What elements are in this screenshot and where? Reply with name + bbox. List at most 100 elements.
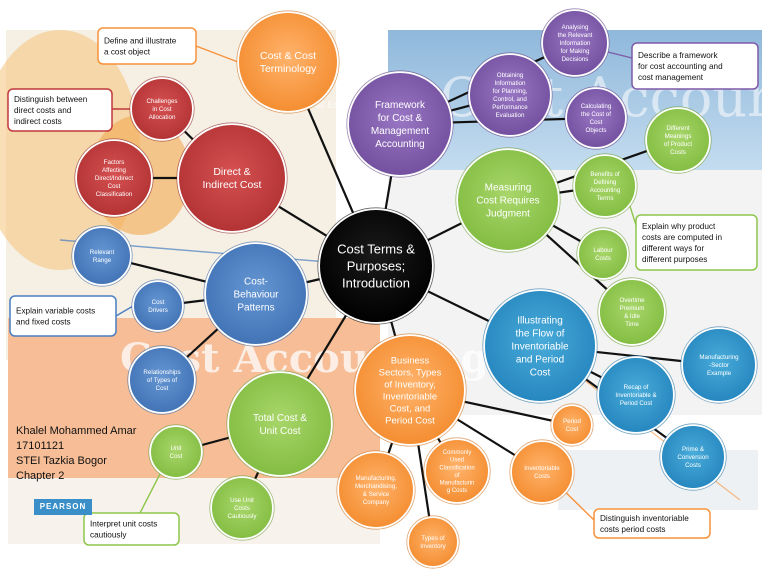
- node-label-line: Period Cost: [620, 400, 653, 407]
- node-label-line: Behaviour: [233, 290, 279, 301]
- node-label-line: the Relevant: [558, 32, 593, 39]
- node-label-line: -Sector: [709, 362, 729, 369]
- callout-box: [631, 42, 759, 90]
- callout-text-line: costs period costs: [600, 525, 666, 534]
- node-label-line: Inventory: [420, 543, 446, 550]
- node-label-line: Control, and: [493, 96, 527, 103]
- callout-text-line: Explain why product: [642, 222, 716, 231]
- node-circle: [468, 53, 552, 137]
- node-label-line: Terminology: [260, 63, 317, 75]
- node-direct-indirect[interactable]: Direct &Indirect Cost: [176, 122, 288, 234]
- node-label-line: the Cost of: [581, 111, 611, 118]
- node-circle: [597, 356, 675, 434]
- node-label-line: Manufacturing: [699, 354, 739, 361]
- node-circle: [565, 87, 627, 149]
- node-outline: [203, 241, 309, 347]
- node-outline: [406, 515, 460, 569]
- node-label-line: Cost: [108, 183, 121, 190]
- node-label-line: of Inventory,: [384, 379, 436, 390]
- node-circle: [598, 278, 666, 346]
- node-circle: [130, 77, 194, 141]
- node-label-line: Time: [625, 321, 639, 328]
- node-label-line: Cost, and: [390, 403, 431, 414]
- node-label-line: Terms: [597, 195, 614, 202]
- callout-text-line: cautiously: [90, 530, 127, 539]
- callout-line-variable-fixed: [115, 305, 134, 317]
- node-label-line: Framework: [375, 100, 426, 111]
- node-label-line: Labour: [593, 247, 612, 254]
- node-label-line: Analysing: [562, 24, 589, 31]
- node-circle: [681, 327, 757, 403]
- node-label-line: Types of: [421, 535, 445, 542]
- node-outline: [148, 424, 204, 480]
- node-total-unit[interactable]: Total Cost &Unit Cost: [226, 370, 334, 478]
- callout-text-line: cost management: [638, 73, 704, 82]
- node-label-line: Manufacturin: [440, 481, 475, 487]
- node-outline: [540, 8, 610, 78]
- node-label-line: Challenges: [147, 98, 178, 105]
- node-outline: [482, 288, 598, 404]
- node-label: Direct &Indirect Cost: [203, 166, 262, 191]
- node-label-line: for Cost &: [378, 113, 423, 124]
- node-label-line: Classification: [96, 191, 133, 198]
- callout-line-framework-desc: [607, 51, 633, 59]
- node-label-line: Costs: [534, 473, 550, 480]
- node-circle: [318, 208, 434, 324]
- node-label-line: Period: [563, 418, 581, 425]
- node-circle: [645, 107, 711, 173]
- author-id: 17101121: [16, 440, 65, 452]
- callout-text-line: Interpret unit costs: [90, 519, 157, 528]
- node-outline: [576, 227, 630, 281]
- node-label-line: Inventoriable &: [615, 392, 657, 399]
- node-outline: [74, 138, 154, 218]
- node-label-line: for Making: [561, 48, 590, 55]
- callout-text-line: different ways for: [642, 244, 704, 253]
- callout-line-interpret: [139, 471, 162, 514]
- callout-box: [97, 27, 197, 65]
- node-outline: [455, 147, 561, 253]
- node-label-line: Cost Requires: [476, 196, 539, 207]
- node-center[interactable]: Cost Terms &Purposes;Introduction: [317, 207, 435, 325]
